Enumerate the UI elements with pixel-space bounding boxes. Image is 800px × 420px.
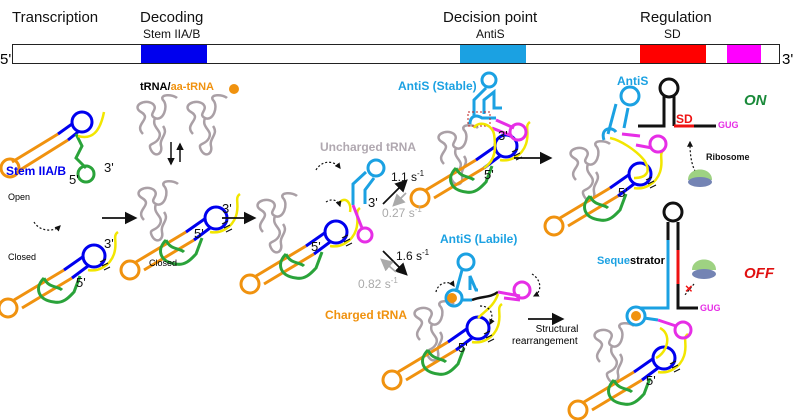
stem-iiab-diagram-label: Stem IIA/B [6, 164, 67, 178]
sd-bar-label: SD [664, 27, 681, 41]
rate-labile-forward: 1.6 s-1 [396, 248, 430, 263]
five-prime-label: 5' [484, 167, 494, 182]
conformational-arrow [33, 221, 61, 232]
gug-on-label: GUG [718, 120, 739, 130]
sd-hairpin-on [638, 77, 716, 128]
rate-arrow-labile-reverse [380, 258, 397, 273]
bar-segment-antis [460, 45, 526, 63]
charged-trna-label: Charged tRNA [325, 308, 408, 322]
rate-exponent: -1 [390, 276, 398, 285]
five-prime-label: 5' [618, 185, 628, 200]
conformational-arrow [531, 273, 541, 297]
stage-regulation: Regulation [640, 9, 712, 26]
open-label: Open [8, 192, 31, 202]
sequestrator-hairpin-off [625, 201, 698, 360]
amino-acid-icon [631, 311, 641, 321]
five-prime-label: 5' [458, 340, 468, 355]
rate-value: 0.27 s [382, 206, 415, 220]
rate-exponent: -1 [422, 248, 430, 257]
stem-iiab-label: Stem IIA/B [143, 27, 201, 41]
antis-hairpin-labile [444, 252, 532, 319]
stage-transcription: Transcription [12, 9, 99, 26]
rate-value: 0.82 s [358, 277, 391, 291]
aa-trna-label: aa-tRNA [170, 81, 214, 93]
bar-segment-sd [640, 45, 706, 63]
rate-stable-reverse: 0.27 s-1 [382, 205, 422, 220]
five-prime-label: 5' [194, 226, 204, 241]
rate-value: 1.1 s [391, 170, 418, 184]
sd-label: SD [676, 112, 693, 126]
ribosome-binding-arrow [687, 140, 701, 179]
rate-arrow-labile-forward [382, 250, 408, 276]
antis-hairpin-free [339, 158, 386, 244]
sequence-bar [12, 44, 780, 64]
riboswitch-off [567, 332, 690, 420]
rate-value: 1.6 s [396, 249, 423, 263]
amino-acid-icon [447, 293, 457, 303]
trna-label: tRNA/ [140, 81, 171, 93]
riboswitch-open [0, 110, 106, 184]
trna-uncharged-bound-icon [256, 191, 299, 254]
structural-label: Structural [535, 324, 579, 335]
stage-decision-point: Decision point [443, 9, 538, 26]
trna-pair-label: tRNA/aa-tRNA [140, 82, 214, 93]
rate-stable-forward: 1.1 s-1 [391, 169, 425, 184]
three-prime-label: 3' [498, 128, 508, 143]
trna-charged-icon [186, 93, 229, 156]
blocked-arrow [683, 283, 695, 297]
riboswitch-uncharged [239, 206, 362, 295]
conformational-arrow [325, 199, 342, 208]
antis-on-label: AntiS [617, 74, 649, 88]
antis-bar-label: AntiS [476, 27, 505, 41]
ribosome-off-icon [692, 259, 716, 279]
bar-five-prime: 5' [0, 51, 12, 68]
gug-off-label: GUG [700, 303, 721, 313]
closed-bound-label: Closed [149, 258, 178, 268]
rate-arrow-stable-forward [382, 179, 408, 205]
bar-segment-gug [727, 45, 761, 63]
antis-stable-label: AntiS (Stable) [398, 79, 477, 93]
amino-acid-icon [229, 84, 239, 94]
uncharged-trna-label: Uncharged tRNA [320, 140, 417, 154]
conformational-arrow [479, 305, 495, 326]
rate-arrow-stable-reverse [392, 192, 407, 207]
three-prime-label: 3' [368, 195, 378, 210]
trna-off-bound-icon [593, 321, 636, 384]
riboswitch-closed-left [0, 230, 120, 319]
five-prime-label: 5' [76, 275, 86, 290]
antis-hairpin-stable [467, 71, 528, 170]
rate-labile-reverse: 0.82 s-1 [358, 276, 398, 291]
off-label: OFF [744, 265, 774, 282]
five-prime-label: 5' [311, 239, 321, 254]
rearrangement-label: rearrangement [512, 336, 578, 347]
stage-decoding: Decoding [140, 9, 204, 26]
trna-bound-icon [137, 179, 180, 242]
blocked-x-icon: × [685, 281, 693, 296]
three-prime-label: 3' [104, 236, 114, 251]
ribosome-label: Ribosome [706, 152, 750, 162]
antis-labile-label: AntiS (Labile) [440, 232, 518, 246]
rate-exponent: -1 [414, 205, 422, 214]
five-prime-label: 5' [69, 172, 79, 187]
conformational-arrow [315, 161, 341, 171]
bar-segment-stem-iiab [141, 45, 207, 63]
rate-exponent: -1 [417, 169, 425, 178]
sequestrator-label: Sequestrator [597, 256, 665, 267]
closed-label: Closed [8, 252, 37, 262]
ribosome-on-icon [688, 169, 712, 187]
antis-hairpin-on [601, 85, 668, 180]
sequestrator-part-b: strator [630, 255, 665, 267]
sequestrator-part-a: Seque [597, 255, 631, 267]
three-prime-label: 3' [222, 201, 232, 216]
conformational-arrow [435, 280, 455, 293]
five-prime-label: 5' [646, 373, 656, 388]
on-label: ON [744, 92, 767, 109]
bar-three-prime: 3' [782, 51, 794, 68]
three-prime-label: 3' [104, 160, 114, 175]
